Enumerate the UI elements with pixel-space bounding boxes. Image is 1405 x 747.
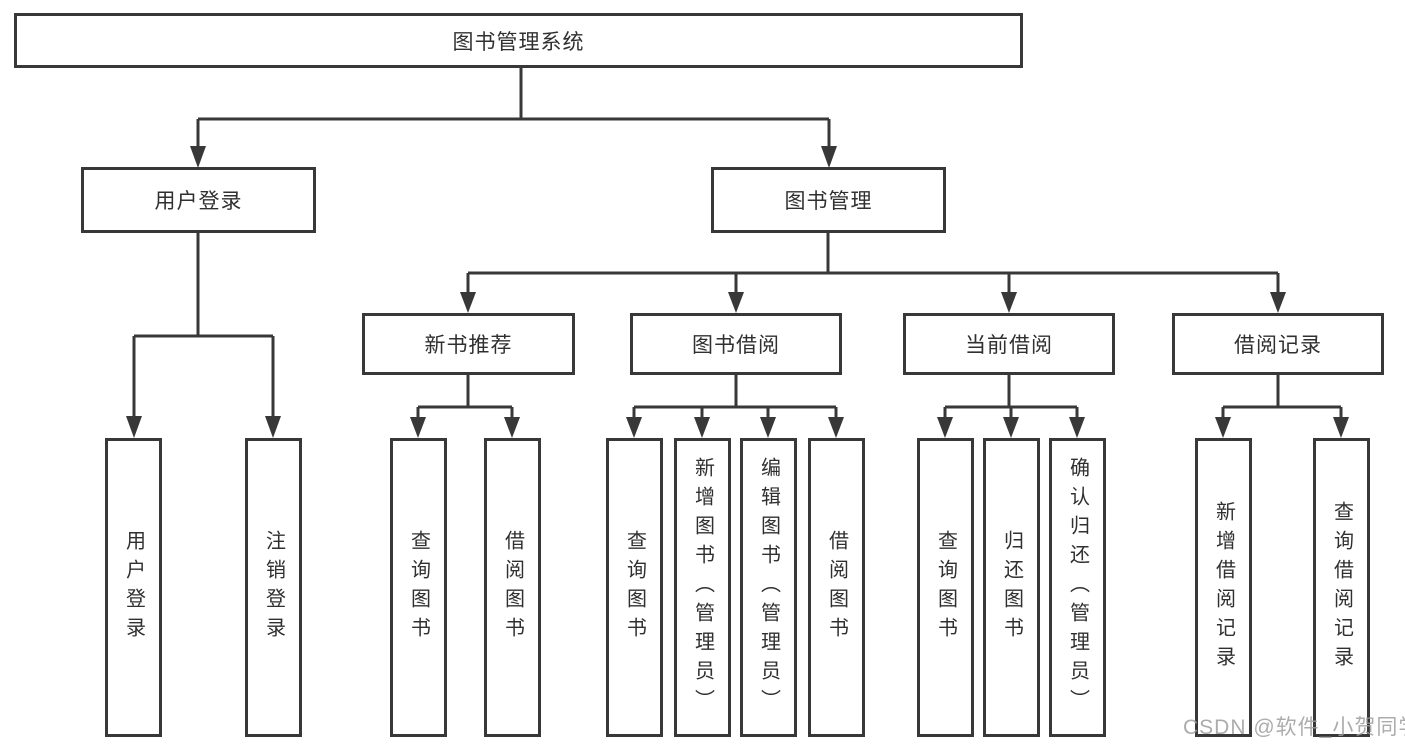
node-label: 用户登录 (154, 190, 243, 213)
node-label: 归还图书 (1000, 529, 1023, 646)
node-label: 查询图书 (623, 529, 646, 646)
node-add-book-admin: 新增图书（管理员） (674, 438, 731, 737)
node-label: 借阅图书 (501, 529, 524, 646)
node-query-books-borrowing: 查询图书 (606, 438, 663, 737)
csdn-watermark: CSDN @软件_小贺同学 (1183, 716, 1405, 739)
node-label: 查询图书 (934, 529, 957, 646)
node-label: 借阅图书 (825, 529, 848, 646)
node-label: 借阅记录 (1234, 334, 1322, 357)
node-label: 用户登录 (122, 529, 145, 646)
node-label: 编辑图书（管理员） (757, 457, 780, 718)
node-book-management: 图书管理 (711, 167, 946, 233)
node-label: 图书管理系统 (452, 30, 585, 54)
node-add-borrow-record: 新增借阅记录 (1195, 438, 1252, 737)
node-query-books-current: 查询图书 (917, 438, 974, 737)
node-label: 新书推荐 (424, 334, 513, 357)
node-new-book-recommend: 新书推荐 (362, 313, 575, 375)
node-borrow-records: 借阅记录 (1172, 313, 1384, 375)
node-query-borrow-record: 查询借阅记录 (1313, 438, 1370, 737)
node-confirm-return-admin: 确认归还（管理员） (1049, 438, 1106, 737)
node-label: 新增借阅记录 (1212, 500, 1235, 675)
node-logout: 注销登录 (245, 438, 302, 737)
node-label: 注销登录 (262, 529, 285, 646)
node-book-borrowing: 图书借阅 (630, 313, 842, 375)
node-label: 当前借阅 (965, 334, 1053, 357)
node-label: 确认归还（管理员） (1066, 457, 1089, 718)
node-query-books-recommend: 查询图书 (390, 438, 447, 737)
node-user-login-leaf: 用户登录 (105, 438, 162, 737)
node-borrow-books-recommend: 借阅图书 (484, 438, 541, 737)
node-label: 查询图书 (407, 529, 430, 646)
node-edit-book-admin: 编辑图书（管理员） (740, 438, 797, 737)
node-label: 新增图书（管理员） (691, 457, 714, 718)
node-borrow-books-leaf: 借阅图书 (808, 438, 865, 737)
node-return-books: 归还图书 (983, 438, 1040, 737)
node-label: 查询借阅记录 (1330, 500, 1353, 675)
node-label: 图书管理 (784, 190, 873, 213)
node-library-system: 图书管理系统 (14, 13, 1023, 68)
node-user-login: 用户登录 (81, 167, 316, 233)
node-current-borrowing: 当前借阅 (903, 313, 1115, 375)
node-label: 图书借阅 (692, 334, 780, 357)
